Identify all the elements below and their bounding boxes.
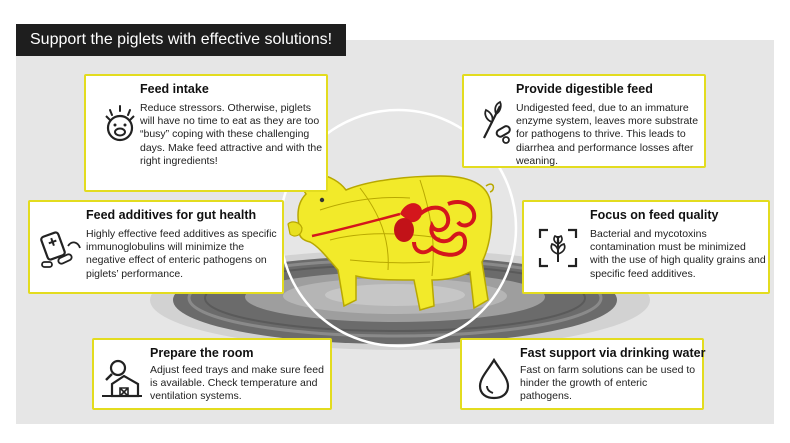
card-prepare-room: Prepare the room Adjust feed trays and m… — [92, 338, 332, 410]
card-gut-health: Feed additives for gut health Highly eff… — [28, 200, 284, 294]
card-heading: Prepare the room — [150, 346, 254, 360]
pig-body — [282, 165, 495, 311]
card-heading: Provide digestible feed — [516, 82, 653, 96]
card-text: Adjust feed trays and make sure feed is … — [150, 364, 324, 403]
card-drinking-water: Fast support via drinking water Fast on … — [460, 338, 706, 410]
card-feed-intake: Feed intake Reduce stressors. Otherwise,… — [84, 74, 328, 192]
page-title: Support the piglets with effective solut… — [16, 24, 347, 56]
card-text: Undigested feed, due to an immature enzy… — [516, 102, 699, 167]
barn-inspection-icon — [102, 359, 142, 398]
card-text: Fast on farm solutions can be used to hi… — [520, 364, 696, 403]
card-digestible-feed: Provide digestible feed Undigested feed,… — [462, 74, 706, 168]
stressed-pig-icon — [105, 105, 135, 142]
water-drop-icon — [478, 357, 510, 400]
card-feed-quality: Focus on feed quality Bacterial and myco… — [522, 200, 770, 294]
grain-feed-icon — [483, 100, 511, 144]
grain-focus-icon — [538, 228, 578, 268]
card-text: Highly effective feed additives as speci… — [86, 228, 277, 280]
card-heading: Feed intake — [140, 82, 209, 96]
card-text: Reduce stressors. Otherwise, piglets wil… — [140, 102, 323, 167]
card-heading: Fast support via drinking water — [520, 346, 706, 360]
card-heading: Focus on feed quality — [590, 208, 719, 222]
card-heading: Feed additives for gut health — [86, 208, 257, 222]
card-text: Bacterial and mycotoxins contamination m… — [590, 228, 766, 280]
feed-additive-icon — [40, 231, 81, 268]
